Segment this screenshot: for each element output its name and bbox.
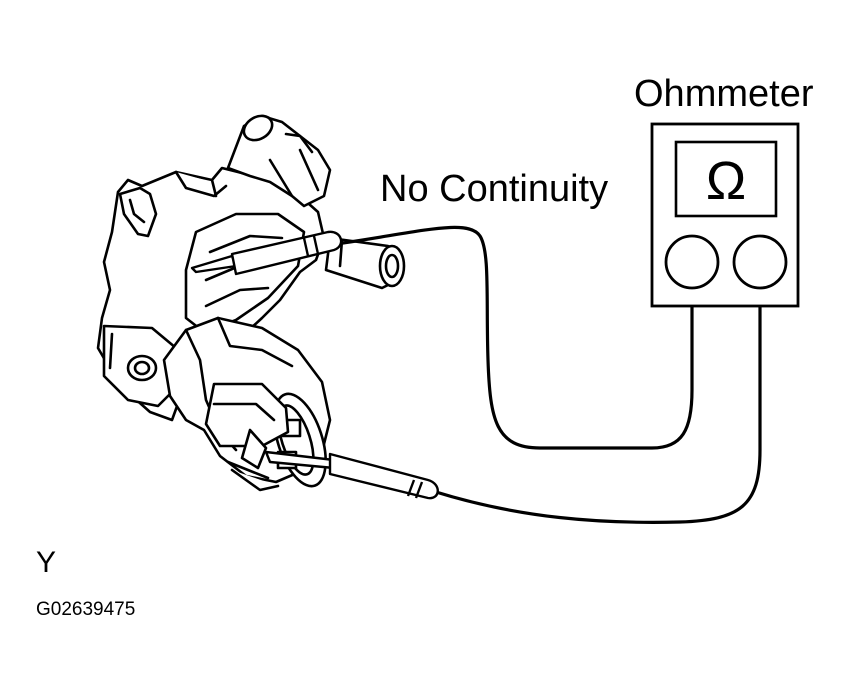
figure-id: G02639475: [36, 599, 136, 620]
ohmmeter-display: [674, 140, 778, 218]
ohm-symbol: Ω: [706, 151, 746, 211]
test-leads: [334, 225, 762, 524]
test-probe-icon-2: [264, 450, 439, 500]
test-probe-icon: [190, 230, 343, 276]
ohmmeter-label: Ohmmeter: [634, 73, 814, 115]
meter-jack-left: [664, 234, 720, 290]
test-lead-right: [434, 288, 762, 524]
test-lead-left: [334, 225, 694, 450]
meter-jack-right: [732, 234, 788, 290]
continuity-label: No Continuity: [380, 168, 609, 210]
ohmmeter-icon: Ω: [650, 122, 800, 308]
view-letter: Y: [36, 546, 57, 579]
vacuum-switching-valve-icon: [96, 114, 406, 492]
